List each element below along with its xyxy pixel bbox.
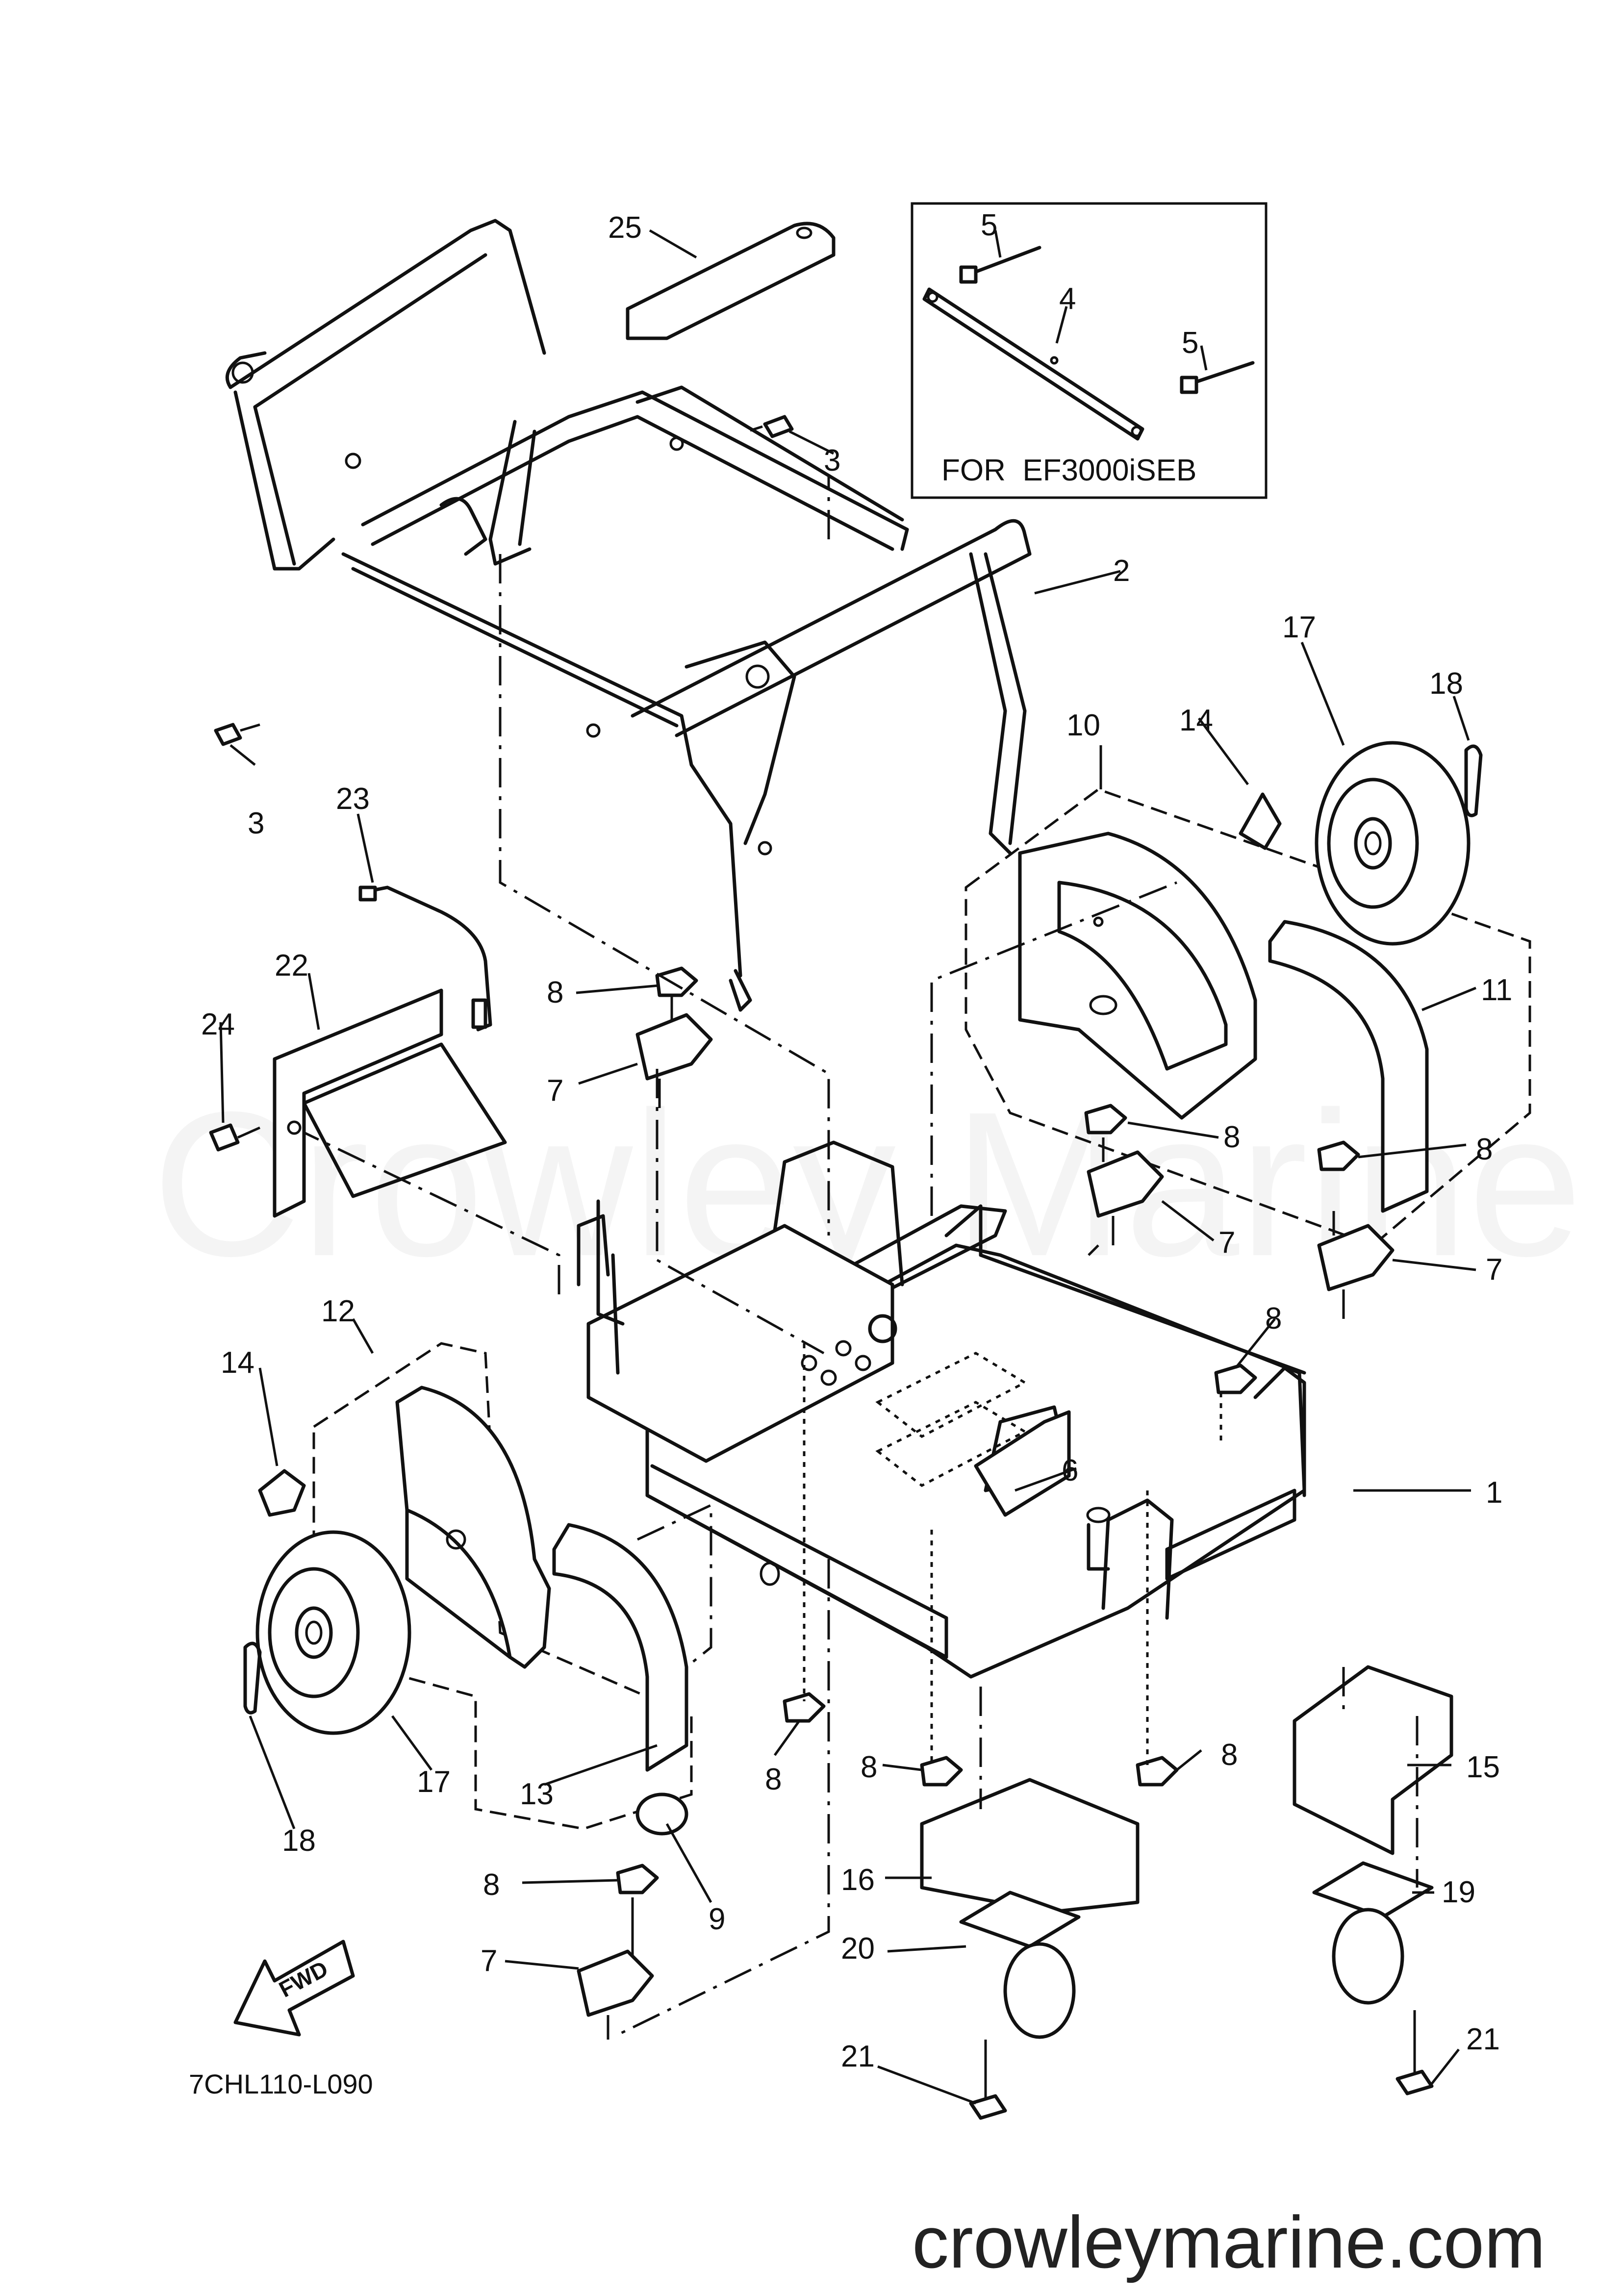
part-21-bolt-a [969, 2040, 1007, 2120]
callout-20: 20 [841, 1932, 875, 1966]
part-6-pad [974, 1410, 1071, 1517]
part-25-cover [626, 222, 836, 340]
part-14-grommet-left [258, 1469, 306, 1517]
part-19-caster [1312, 1861, 1434, 2005]
part-10-group [964, 788, 1531, 1247]
part-22-bracket [273, 988, 507, 1218]
part-8-nut-b [1084, 1104, 1127, 1135]
part-12-group [312, 1342, 693, 1830]
part-13-cover [552, 1523, 688, 1772]
callout-8: 8 [861, 1750, 877, 1784]
part-8-nut-a [655, 966, 698, 997]
callout-4: 4 [1059, 282, 1076, 316]
part-15-bracket [1293, 1665, 1453, 1855]
callout-17: 17 [1282, 610, 1316, 644]
callout-15: 15 [1466, 1750, 1500, 1784]
callout-16: 16 [841, 1863, 875, 1897]
part-17-wheel-right [1315, 741, 1471, 946]
part-7-mount-d [577, 1897, 654, 2040]
callout-3: 3 [824, 444, 840, 478]
callout-18: 18 [1429, 667, 1463, 701]
callouts: 25 5 4 5 3 2 3 23 22 24 8 7 10 14 17 18 … [201, 208, 1512, 2073]
part-18-pin-right [1464, 744, 1483, 817]
part-11-cover [1268, 920, 1429, 1213]
part-23-clamp [358, 885, 492, 1032]
assembly-lines [303, 476, 1419, 2036]
callout-8: 8 [765, 1763, 782, 1796]
callout-5: 5 [981, 208, 997, 242]
part-7-mount-a [635, 995, 713, 1108]
part-17-wheel-left [255, 1530, 411, 1735]
part-3-bolt-upper [750, 415, 794, 438]
callout-11: 11 [1481, 973, 1512, 1007]
callout-12: 12 [321, 1294, 355, 1328]
callout-8: 8 [1223, 1120, 1240, 1154]
callout-18: 18 [282, 1824, 316, 1858]
callout-5: 5 [1182, 326, 1198, 360]
callout-21: 21 [841, 2040, 875, 2073]
callout-10: 10 [1066, 708, 1100, 742]
inset-variant-note: FOR EF3000iSEB [941, 454, 1196, 487]
callout-17: 17 [417, 1765, 451, 1799]
inset-box [911, 202, 1268, 499]
part-7-mount-c [1317, 1211, 1395, 1319]
part-16-bracket [920, 1778, 1140, 1914]
callout-8: 8 [1476, 1133, 1493, 1166]
part-8-nut-e [783, 1692, 826, 1723]
callout-8: 8 [483, 1868, 500, 1902]
callout-14: 14 [221, 1346, 254, 1380]
callout-6: 6 [1062, 1454, 1078, 1488]
callout-2: 2 [1113, 554, 1130, 588]
callout-25: 25 [608, 211, 642, 245]
callout-9: 9 [709, 1902, 725, 1936]
part-14-grommet-right [1239, 792, 1282, 850]
callout-7: 7 [481, 1944, 497, 1978]
part-2-frame [225, 219, 1032, 1012]
part-8-nut-c [1317, 1140, 1360, 1171]
part-8-nut-f [920, 1756, 963, 1787]
callout-21: 21 [1466, 2022, 1500, 2056]
part-3-bolt-lower [214, 723, 260, 746]
website-footer: crowleymarine.com [912, 2201, 1546, 2283]
part-1-base [577, 1140, 1306, 1679]
part-8-nut-h [616, 1864, 659, 1894]
callout-22: 22 [275, 949, 308, 983]
callout-1: 1 [1486, 1476, 1502, 1510]
part-18-pin-left [243, 1641, 262, 1715]
callout-8: 8 [1265, 1302, 1282, 1336]
callout-19: 19 [1442, 1875, 1475, 1909]
leader-lines [219, 229, 1476, 2105]
callout-7: 7 [1486, 1253, 1502, 1287]
part-20-caster [959, 1891, 1081, 2039]
fwd-arrow-icon: FWD [233, 1940, 355, 2037]
part-21-bolt-b [1396, 2010, 1434, 2095]
callout-8: 8 [547, 976, 563, 1009]
callout-7: 7 [1218, 1226, 1235, 1260]
callout-8: 8 [1221, 1738, 1238, 1772]
callout-7: 7 [547, 1074, 563, 1108]
callout-24: 24 [201, 1008, 235, 1041]
part-9-plug [635, 1792, 688, 1836]
drawing-code: 7CHL110-L090 [189, 2069, 373, 2099]
callout-13: 13 [520, 1777, 554, 1811]
part-8-nut-g [1136, 1756, 1179, 1787]
part-24-bolt [209, 1123, 261, 1152]
callout-14: 14 [1179, 704, 1213, 737]
part-7-mount-b [1087, 1137, 1164, 1245]
callout-3: 3 [248, 807, 264, 840]
callout-23: 23 [336, 782, 370, 816]
